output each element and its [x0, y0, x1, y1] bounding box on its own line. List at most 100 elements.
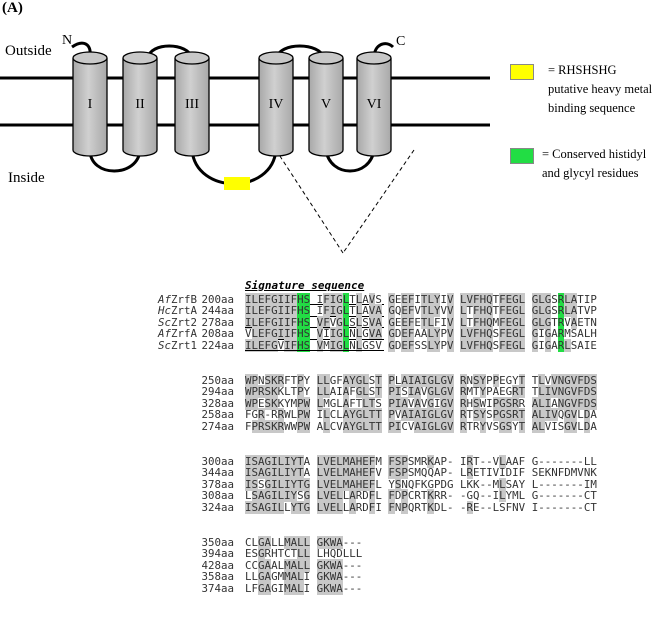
legend-yellow-line-2: putative heavy metal	[548, 82, 653, 96]
legend-green-text: = Conserved histidyl and glycyl residues	[542, 145, 646, 183]
protein-name: Zrt1	[170, 338, 197, 352]
protein-name: ZrfA	[170, 327, 197, 341]
alignment-row: AfZrfA 208aa VLEFGIIFHS VIIGLNLGVA GDEFAAL…	[0, 327, 669, 341]
loop-v-vi	[324, 149, 376, 173]
helix-vi: VI	[356, 51, 392, 157]
residue-position: 300aa	[201, 455, 234, 468]
panel-label: (A)	[2, 0, 23, 16]
residue-position: 428aa	[201, 558, 234, 572]
n-terminus-label: N	[62, 33, 72, 48]
residue-position: 208aa	[201, 327, 234, 341]
helix-v: V	[308, 51, 344, 157]
species-abbrev: Hc	[157, 304, 171, 318]
helix-label-iv: IV	[269, 97, 284, 112]
sequence-residues: FPRSKRWWPW ALCVAYGLTT PICVAIGLGV RTRYVSG…	[245, 419, 597, 433]
legend-green-line-2: and glycyl residues	[542, 166, 639, 180]
helix-label-vi: VI	[367, 97, 382, 112]
protein-name: ZrfB	[170, 293, 197, 306]
helix-label-iii: III	[185, 97, 199, 112]
legend-yellow-line-1: = RHSHSHG	[548, 63, 617, 77]
protein-name: ZrtA	[170, 304, 197, 318]
loop-i-ii	[88, 149, 142, 173]
signature-underline	[245, 338, 384, 340]
outside-label: Outside	[5, 43, 52, 59]
sequence-residues: CCGAALMALL GKWA---	[245, 558, 363, 572]
helix-label-ii: II	[135, 97, 145, 112]
sequence-residues: WPESKKYMPW LMGLAFTLTS PIAVAVGIGV RHSWIPG…	[245, 396, 597, 410]
sequence-name: ScZrt1	[157, 338, 197, 352]
alignment-row: 258aa FGR-RRWLPW ILCLAYGLTT PVAIAIGLGV RT…	[0, 408, 669, 422]
residue-position: 258aa	[201, 408, 234, 422]
signature-underline	[245, 304, 384, 306]
residue-position: 324aa	[201, 500, 234, 514]
helix-ii: II	[122, 51, 158, 157]
residue-position: 278aa	[201, 315, 234, 329]
alignment-row: 324aa ISAGILLYTG LVELLARDFI FNPQRTKDL- -R…	[0, 500, 669, 514]
helix-label-v: V	[321, 97, 331, 112]
species-abbrev: Af	[157, 327, 171, 341]
residue-position: 358aa	[201, 570, 234, 584]
species-abbrev: Sc	[157, 315, 171, 329]
sequence-name: ScZrt2	[158, 317, 197, 328]
residue-position: 274aa	[201, 419, 234, 433]
sequence-residues: ILEFGIIFHS VFVGLSLSVA GEEFETLFIV LTFHQMF…	[245, 315, 597, 329]
sequence-name: HcZrtA	[158, 305, 197, 316]
alignment-row: 344aa ISAGILIYTA LVELMAHEFV FSPSMQQAP- LR…	[0, 466, 669, 480]
residue-position: 224aa	[201, 338, 234, 352]
sequence-residues: ISAGILLYTG LVELLARDFI FNPQRTKDL- -RE--LS…	[245, 500, 597, 514]
residue-position: 244aa	[201, 304, 234, 318]
residue-position: 374aa	[201, 581, 234, 595]
sequence-residues: ESGRHTCTLL LHQDLLL	[245, 547, 363, 561]
residue-position: 294aa	[201, 385, 234, 399]
sequence-name: AfZrfA	[158, 328, 197, 339]
signature-sequence-title: Signature sequence	[245, 279, 365, 292]
legend-yellow-text: = RHSHSHG putative heavy metal binding s…	[548, 61, 652, 118]
helix-iii: III	[174, 51, 210, 157]
c-terminus-label: C	[396, 34, 405, 49]
sequence-residues: FGR-RRWLPW ILCLAYGLTT PVAIAIGLGV RTSYSPG…	[245, 408, 597, 422]
alignment-row: 328aa WPESKKYMPW LMGLAFTLTS PIAVAVGIGV RH…	[0, 396, 669, 410]
residue-position: 350aa	[201, 536, 234, 549]
signature-underline	[245, 315, 384, 317]
sequence-residues: ILEFGIIFHS IFIGLTLAVA GQEFVTLYVV LTFHQTF…	[245, 304, 597, 318]
species-abbrev: Sc	[157, 338, 171, 352]
sequence-name: AfZrfB	[158, 294, 197, 305]
sequence-residues: ISAGILIYTA LVELMAHEFM FSPSMRKAP- IRT--VL…	[245, 455, 597, 468]
legend-green-line-1: = Conserved histidyl	[542, 147, 647, 161]
alignment-row: 378aa ISSGILIYTG LVELMAHEFL YSNQFKGPDG LK…	[0, 477, 669, 491]
alignment-row: 300aa ISAGILIYTA LVELMAHEFM FSPSMRKAP- IR…	[0, 455, 669, 468]
species-abbrev: Af	[157, 293, 171, 306]
sequence-residues: ILEFGIIFHS IFIGLTLAVS GEEFITLYIV LVFHQTF…	[245, 293, 597, 306]
helix-label-i: I	[88, 97, 93, 112]
sequence-residues: VLEFGIIFHS VIIGLNLGVA GDEFAALYPV LVFHQSF…	[245, 327, 597, 341]
sequence-residues: LLGAGMMALI GKWA---	[245, 570, 363, 584]
alignment-row: ScZrt1 224aa ILEFGVIFHS VMIGLNLGSV GDEFSSL…	[0, 338, 669, 352]
legend-yellow-line-3: binding sequence	[548, 101, 636, 115]
metal-binding-box	[224, 177, 250, 190]
alignment-row: 374aa LFGAGIMALI GKWA---	[0, 581, 669, 595]
residue-position: 378aa	[201, 477, 234, 491]
signature-underline	[245, 327, 384, 329]
residue-position: 344aa	[201, 466, 234, 480]
sequence-residues: ISAGILIYTA LVELMAHEFV FSPSMQQAP- LRETIVI…	[245, 466, 597, 480]
alignment-row: 428aa CCGAALMALL GKWA---	[0, 558, 669, 572]
residue-position: 250aa	[201, 374, 234, 387]
sequence-residues: LFGAGIMALI GKWA---	[245, 581, 363, 595]
alignment-row: HcZrtA 244aa ILEFGIIFHS IFIGLTLAVA GQEFVTL…	[0, 304, 669, 318]
legend-green-swatch	[510, 148, 534, 164]
helix-iv: IV	[258, 51, 294, 157]
signature-underline	[245, 349, 384, 351]
sequence-residues: ISSGILIYTG LVELMAHEFL YSNQFKGPDG LKK--ML…	[245, 477, 597, 491]
sequence-residues: ILEFGVIFHS VMIGLNLGSV GDEFSSLYPV LVFHQSF…	[245, 338, 597, 352]
residue-position: 328aa	[201, 396, 234, 410]
protein-name: Zrt2	[170, 315, 197, 329]
inside-label: Inside	[8, 170, 45, 186]
sequence-residues: LSAGILIYSG LVELLARDFL FDPCRTKRR- -GQ--IL…	[245, 489, 597, 503]
alignment-row: 274aa FPRSKRWWPW ALCVAYGLTT PICVAIGLGV RT…	[0, 419, 669, 433]
